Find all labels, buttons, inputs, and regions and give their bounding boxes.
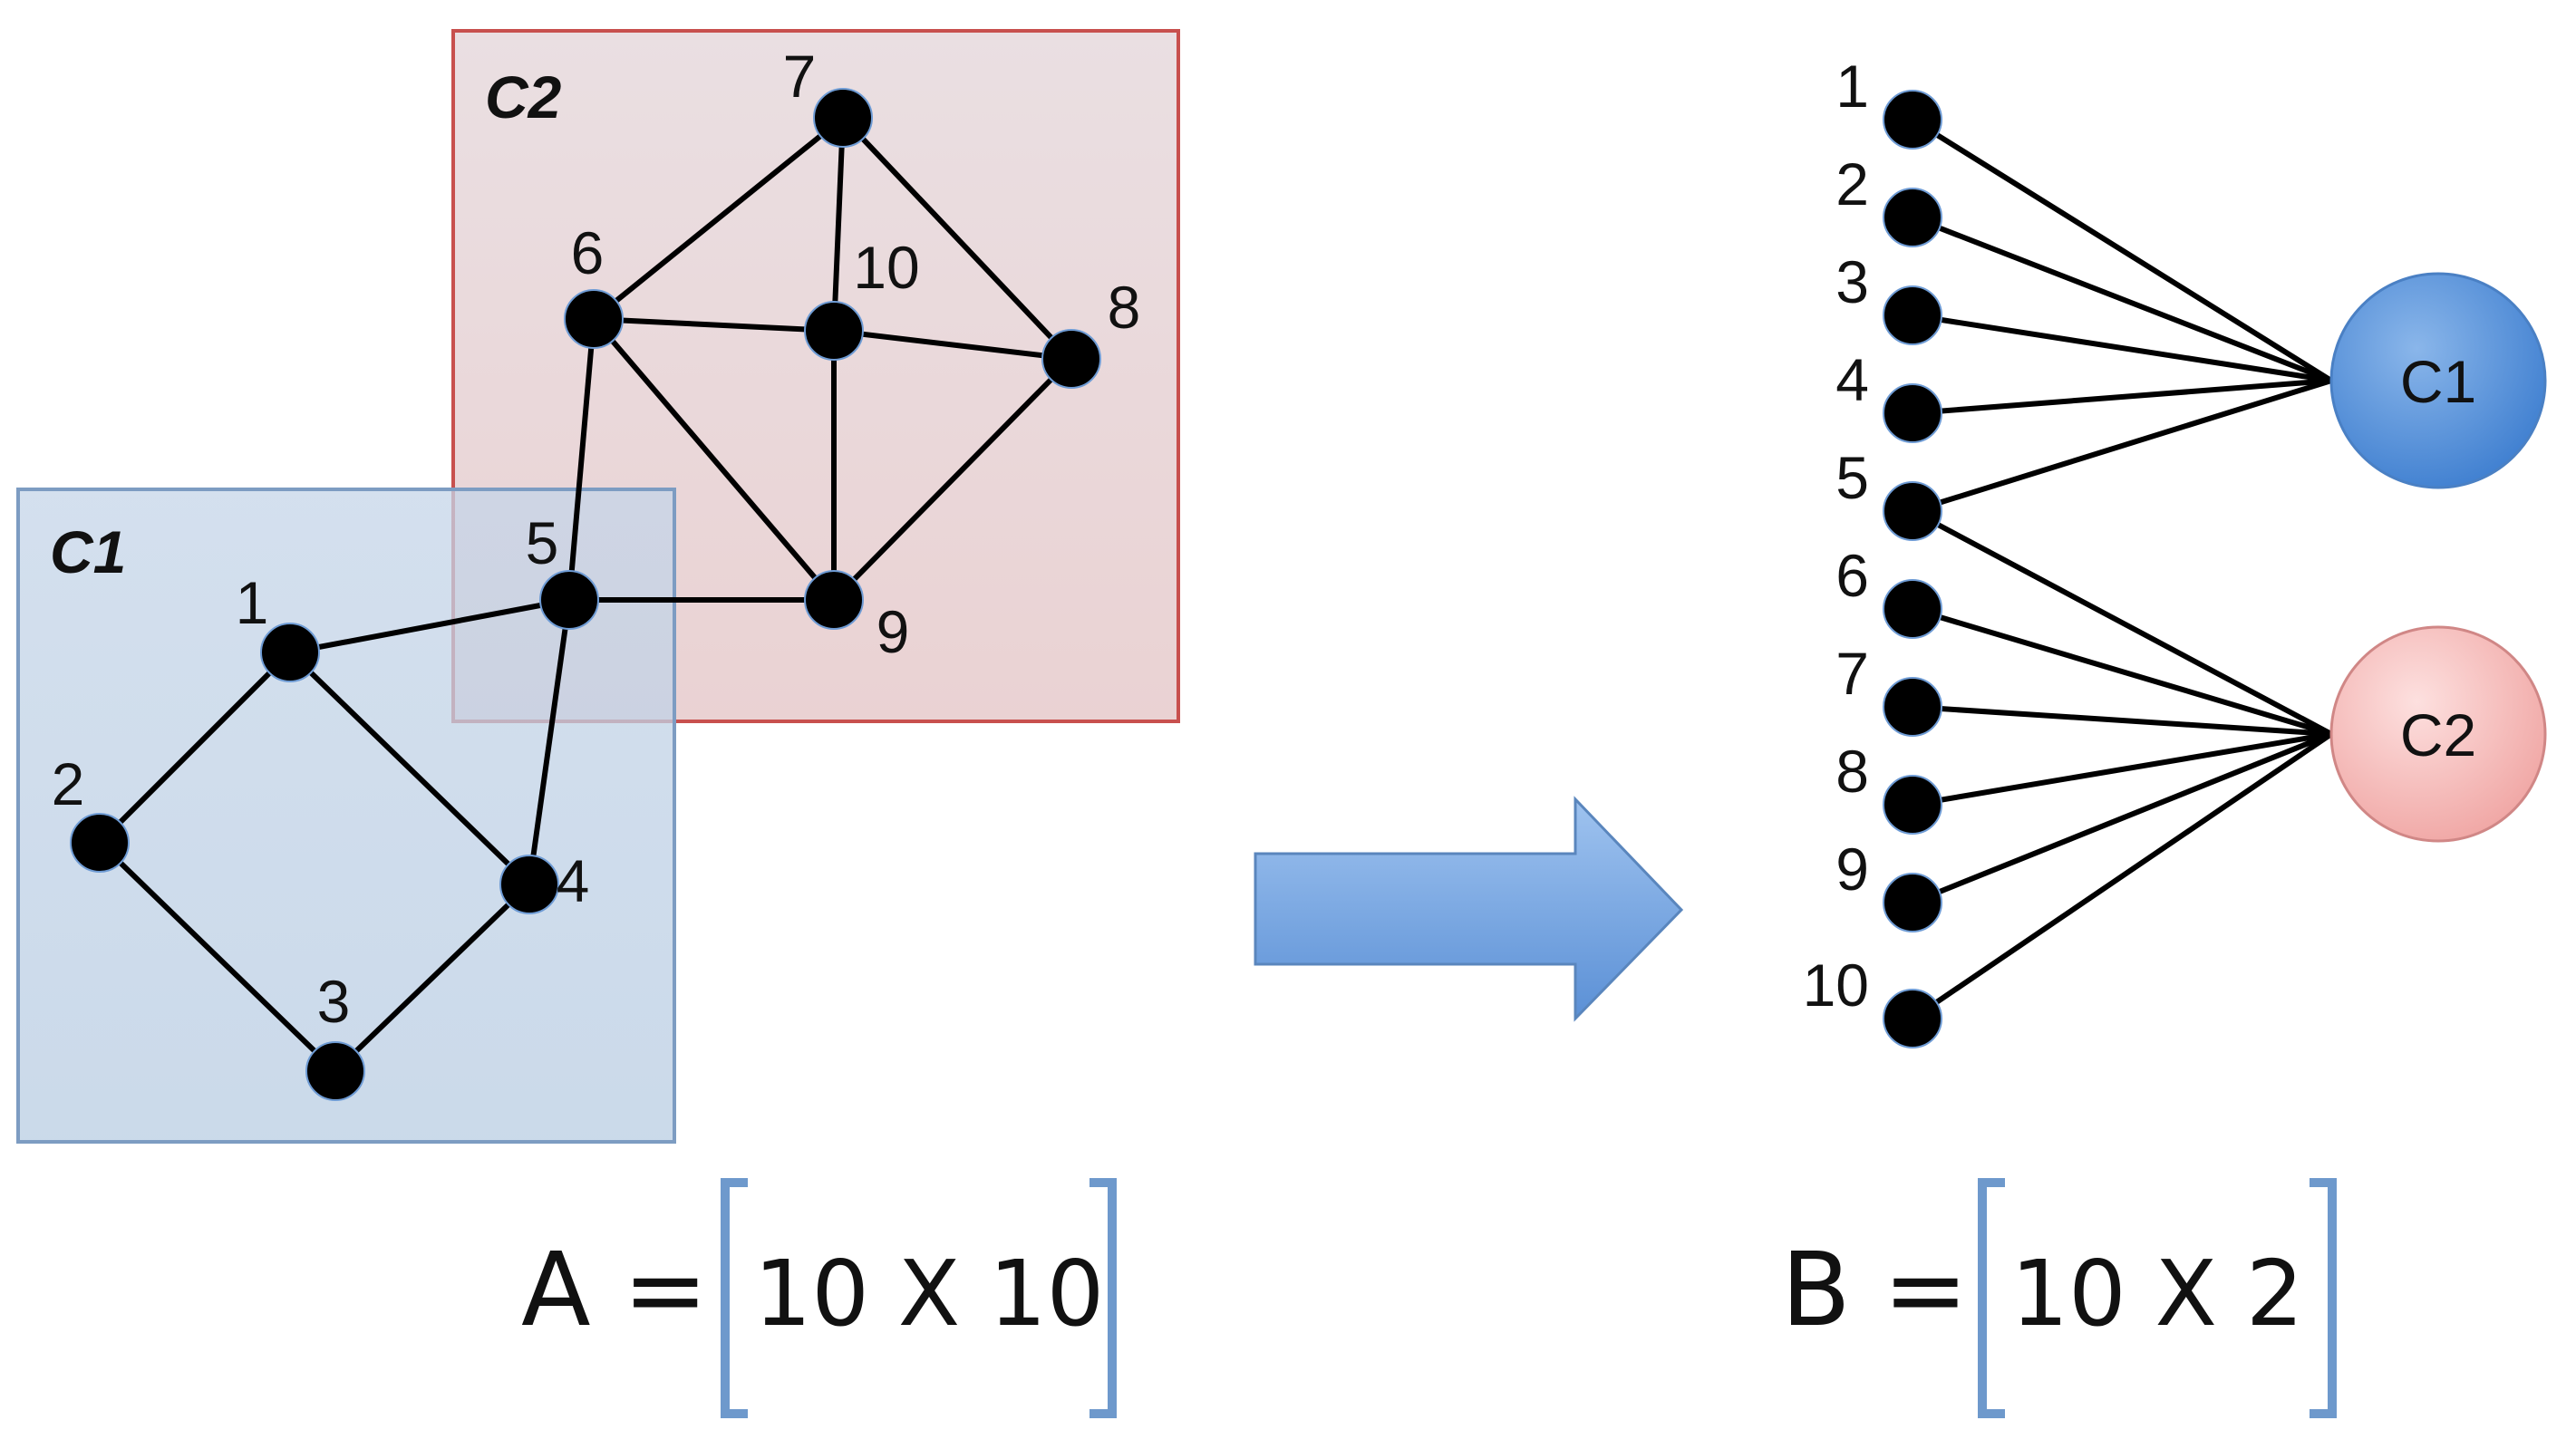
membership-edge-3-C1 [1912,313,2332,383]
graph-node-8 [1041,329,1101,389]
transform-arrow [1254,796,1684,1022]
edge-2-3 [97,840,338,1074]
graph-node-4 [499,855,559,914]
bipartite-node-label-5: 5 [1835,444,1869,511]
bipartite-node-5 [1883,481,1942,541]
community-node-label-c1: C1 [2400,348,2476,415]
bipartite-node-label-7: 7 [1835,640,1869,707]
membership-edge-6-C2 [1912,606,2332,737]
edge-1-4 [287,650,532,887]
bipartite-node-label-8: 8 [1835,738,1869,805]
community-node-c1: C1 [2329,272,2547,489]
membership-edge-10-C2 [1911,731,2333,1021]
edge-3-4 [333,882,532,1074]
graph-node-10 [804,301,864,361]
bipartite-node-8 [1883,775,1942,835]
bipartite-node-label-10: 10 [1803,952,1869,1019]
bipartite-node-label-4: 4 [1835,346,1869,413]
graph-node-label-9: 9 [876,598,910,665]
community-node-c2: C2 [2329,625,2547,843]
membership-edge-9-C2 [1911,731,2333,905]
bipartite-node-3 [1883,285,1942,345]
graph-node-2 [70,813,130,873]
community-label-c2: C2 [485,63,562,130]
bipartite-node-7 [1883,677,1942,737]
membership-edge-7-C2 [1912,704,2332,737]
bipartite-node-label-9: 9 [1835,836,1869,903]
edge-1-2 [97,650,293,845]
membership-edge-8-C2 [1912,731,2332,807]
community-node-label-c2: C2 [2400,701,2476,768]
community-boxes: C1 C2 [16,29,1180,1144]
edge-6-9 [591,317,837,602]
bipartite-node-10 [1883,989,1942,1048]
edge-7-8 [840,115,1074,362]
equation-a-matrix: 10 X 10 [754,1241,1105,1347]
graph-node-label-10: 10 [853,234,919,301]
membership-edge-2-C1 [1911,215,2333,383]
edge-10-8 [833,328,1072,362]
bracket-right-a [1089,1178,1117,1418]
membership-edge-5-C1 [1912,378,2332,514]
graph-node-7 [813,88,873,148]
graph-node-label-5: 5 [526,509,559,576]
bracket-right-b [2310,1178,2337,1418]
edge-5-6 [567,318,596,601]
graph-node-3 [305,1041,365,1101]
bipartite-node-label-6: 6 [1835,542,1869,609]
edge-4-5 [527,599,572,885]
bracket-left-b [1978,1178,2005,1418]
edge-1-5 [289,597,570,655]
membership-edge-5-C2 [1911,508,2333,737]
graph-node-label-4: 4 [557,847,590,914]
left-graph-nodes: 1 2 3 4 5 6 7 8 9 10 [52,43,1141,1101]
bipartite-node-2 [1883,188,1942,247]
bracket-left-a [721,1178,748,1418]
bipartite-node-label-2: 2 [1835,150,1869,217]
edge-8-9 [831,356,1074,603]
equation-b-matrix: 10 X 2 [2011,1241,2304,1347]
community-label-c1: C1 [50,518,126,585]
bipartite-node-9 [1883,873,1942,932]
community-circle-c1 [2329,272,2547,489]
bipartite-edges [1911,117,2333,1021]
graph-node-label-2: 2 [52,750,85,817]
graph-node-9 [804,570,864,630]
graph-node-5 [539,570,599,630]
left-graph-edges [97,115,1074,1074]
graph-node-label-3: 3 [317,968,351,1035]
equation-a-lhs: A = [521,1232,708,1349]
equation-b-lhs: B = [1781,1232,1968,1349]
graph-node-label-6: 6 [571,219,605,286]
community-circle-c2 [2329,625,2547,843]
edge-6-10 [593,316,835,333]
bipartite-node-4 [1883,383,1942,443]
edge-6-7 [592,115,845,322]
equation-a: A = 10 X 10 [521,1178,1117,1418]
bipartite-nodes: 1 2 3 4 5 6 7 8 9 10 [1803,53,1942,1048]
graph-node-label-7: 7 [783,43,817,110]
membership-edge-1-C1 [1911,117,2333,383]
graph-node-label-1: 1 [236,569,269,636]
membership-edge-4-C1 [1912,378,2332,416]
bipartite-node-1 [1883,90,1942,150]
graph-node-6 [564,289,624,349]
bipartite-node-label-3: 3 [1835,248,1869,315]
graph-node-1 [260,623,320,682]
graph-node-label-8: 8 [1108,274,1141,341]
equation-b: B = 10 X 2 [1781,1178,2337,1418]
edge-7-10 [831,117,846,332]
bipartite-node-label-1: 1 [1835,53,1869,120]
bipartite-node-6 [1883,579,1942,639]
